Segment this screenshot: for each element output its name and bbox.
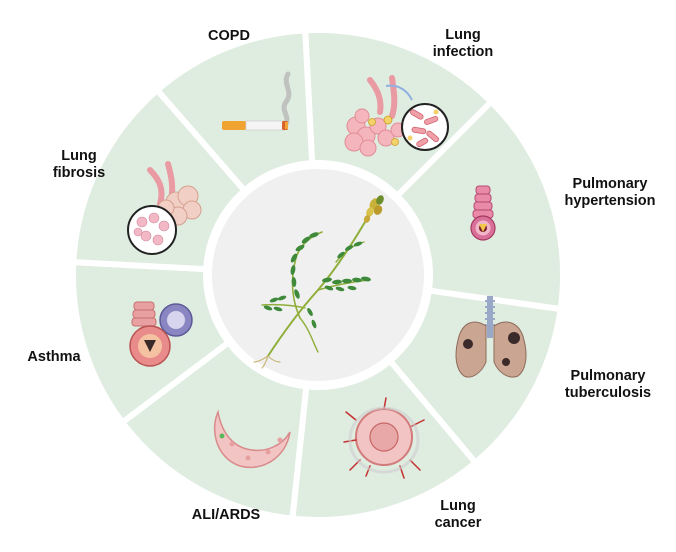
tumor-cell-icon [343,397,425,479]
label-asthma-line-1: Asthma [27,349,81,365]
pulmonary-artery-icon [470,185,496,241]
label-lung-cancer-line-1: Lung [440,498,476,514]
label-ali-ards-line-1: ALI/ARDS [191,507,261,523]
label-pulmonary-hypertension-line-1: Pulmonary [572,176,648,192]
label-pulmonary-hypertension: Pulmonary hypertension [552,176,668,210]
label-lung-infection: Lung infection [418,27,508,61]
fibrotic-alveoli-icon [127,161,202,255]
label-pulmonary-tuberculosis: Pulmonary tuberculosis [550,368,666,402]
label-pulmonary-tuberculosis-line-2: tuberculosis [564,385,652,401]
center-disc [212,169,424,381]
label-lung-cancer: Lung cancer [418,498,498,532]
cigarette-icon [222,71,292,131]
label-asthma: Asthma [14,349,94,366]
label-pulmonary-hypertension-line-2: hypertension [564,193,656,209]
label-lung-cancer-line-2: cancer [434,515,482,531]
label-lung-fibrosis-line-1: Lung [61,148,97,164]
label-copd: COPD [194,28,264,45]
tb-lungs-icon [455,296,527,378]
medicinal-herb-icon [253,195,384,369]
sector-icons [127,71,527,479]
inflamed-airway-icon [129,301,193,367]
label-lung-fibrosis-line-2: fibrosis [52,165,106,181]
label-lung-infection-line-1: Lung [445,27,481,43]
center-layer [206,163,430,387]
label-lung-fibrosis: Lung fibrosis [44,148,114,182]
label-lung-infection-line-2: infection [432,44,494,60]
alveoli-bacteria-icon [344,75,449,157]
label-pulmonary-tuberculosis-line-1: Pulmonary [570,368,646,384]
label-copd-line-1: COPD [208,28,250,44]
label-ali-ards: ALI/ARDS [178,507,274,524]
injured-alveolus-icon [214,409,291,469]
